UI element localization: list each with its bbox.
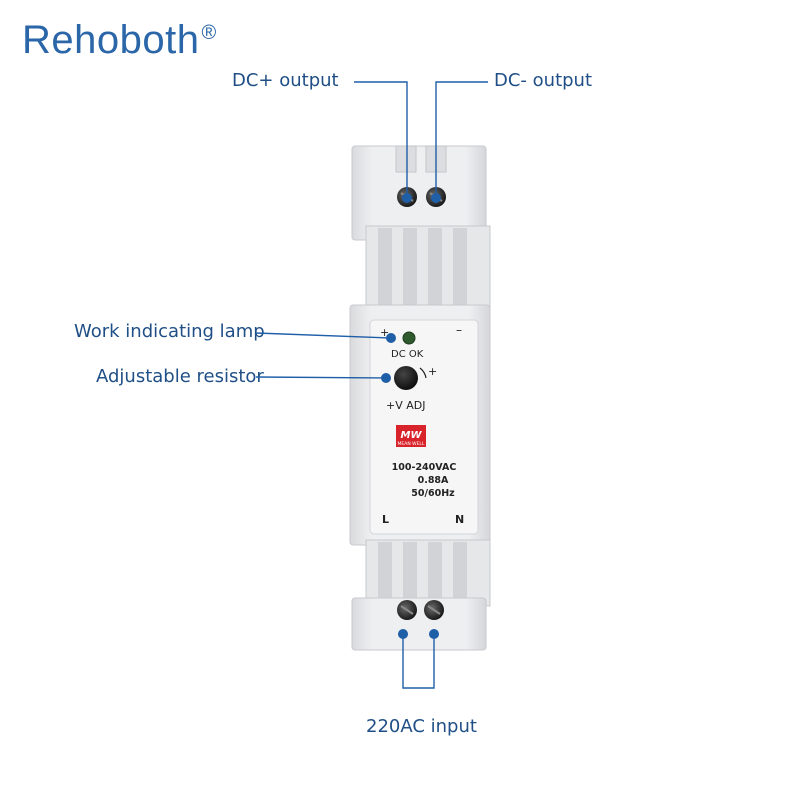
adjust-plus-mark: +	[428, 365, 437, 378]
panel-minus-mark: –	[456, 323, 462, 337]
dc-minus-marker-dot	[431, 193, 441, 203]
top-terminal-block	[351, 145, 487, 241]
spec-voltage: 100-240VAC	[392, 462, 457, 473]
brand-name: Rehoboth	[22, 18, 200, 62]
brand-logo: Rehoboth®	[22, 18, 217, 63]
v-adj-label: +V ADJ	[386, 399, 425, 412]
callout-ac-input: 220AC input	[366, 716, 477, 737]
dc-plus-marker-dot	[402, 193, 412, 203]
dc-ok-label: DC OK	[391, 349, 424, 360]
registered-mark: ®	[201, 21, 217, 44]
logo-text: MEAN WELL	[398, 441, 425, 447]
mean-well-logo: MW MEAN WELL	[396, 425, 426, 447]
spec-current: 0.88A	[418, 475, 449, 486]
lamp-marker-dot	[386, 333, 396, 343]
resistor-marker-dot	[381, 373, 391, 383]
bottom-cooling-fins	[365, 539, 491, 607]
terminal-n-label: N	[455, 513, 464, 526]
ac-l-marker-dot	[398, 629, 408, 639]
spec-frequency: 50/60Hz	[411, 488, 455, 499]
terminal-l-label: L	[382, 513, 389, 526]
callout-adjustable-resistor: Adjustable resistor	[96, 366, 264, 387]
dc-ok-led	[402, 331, 416, 345]
ac-n-marker-dot	[429, 629, 439, 639]
callout-dc-minus-output: DC- output	[494, 70, 593, 91]
voltage-adjust-knob	[394, 366, 418, 390]
logo-mark: MW	[401, 430, 423, 441]
callout-work-indicating-lamp: Work indicating lamp	[74, 321, 265, 342]
callout-leader-lines	[255, 81, 488, 689]
callout-dc-plus-output: DC+ output	[232, 70, 339, 91]
top-cooling-fins	[365, 225, 491, 313]
panel-plus-mark: +	[380, 326, 389, 339]
bottom-terminal-block	[351, 597, 487, 651]
